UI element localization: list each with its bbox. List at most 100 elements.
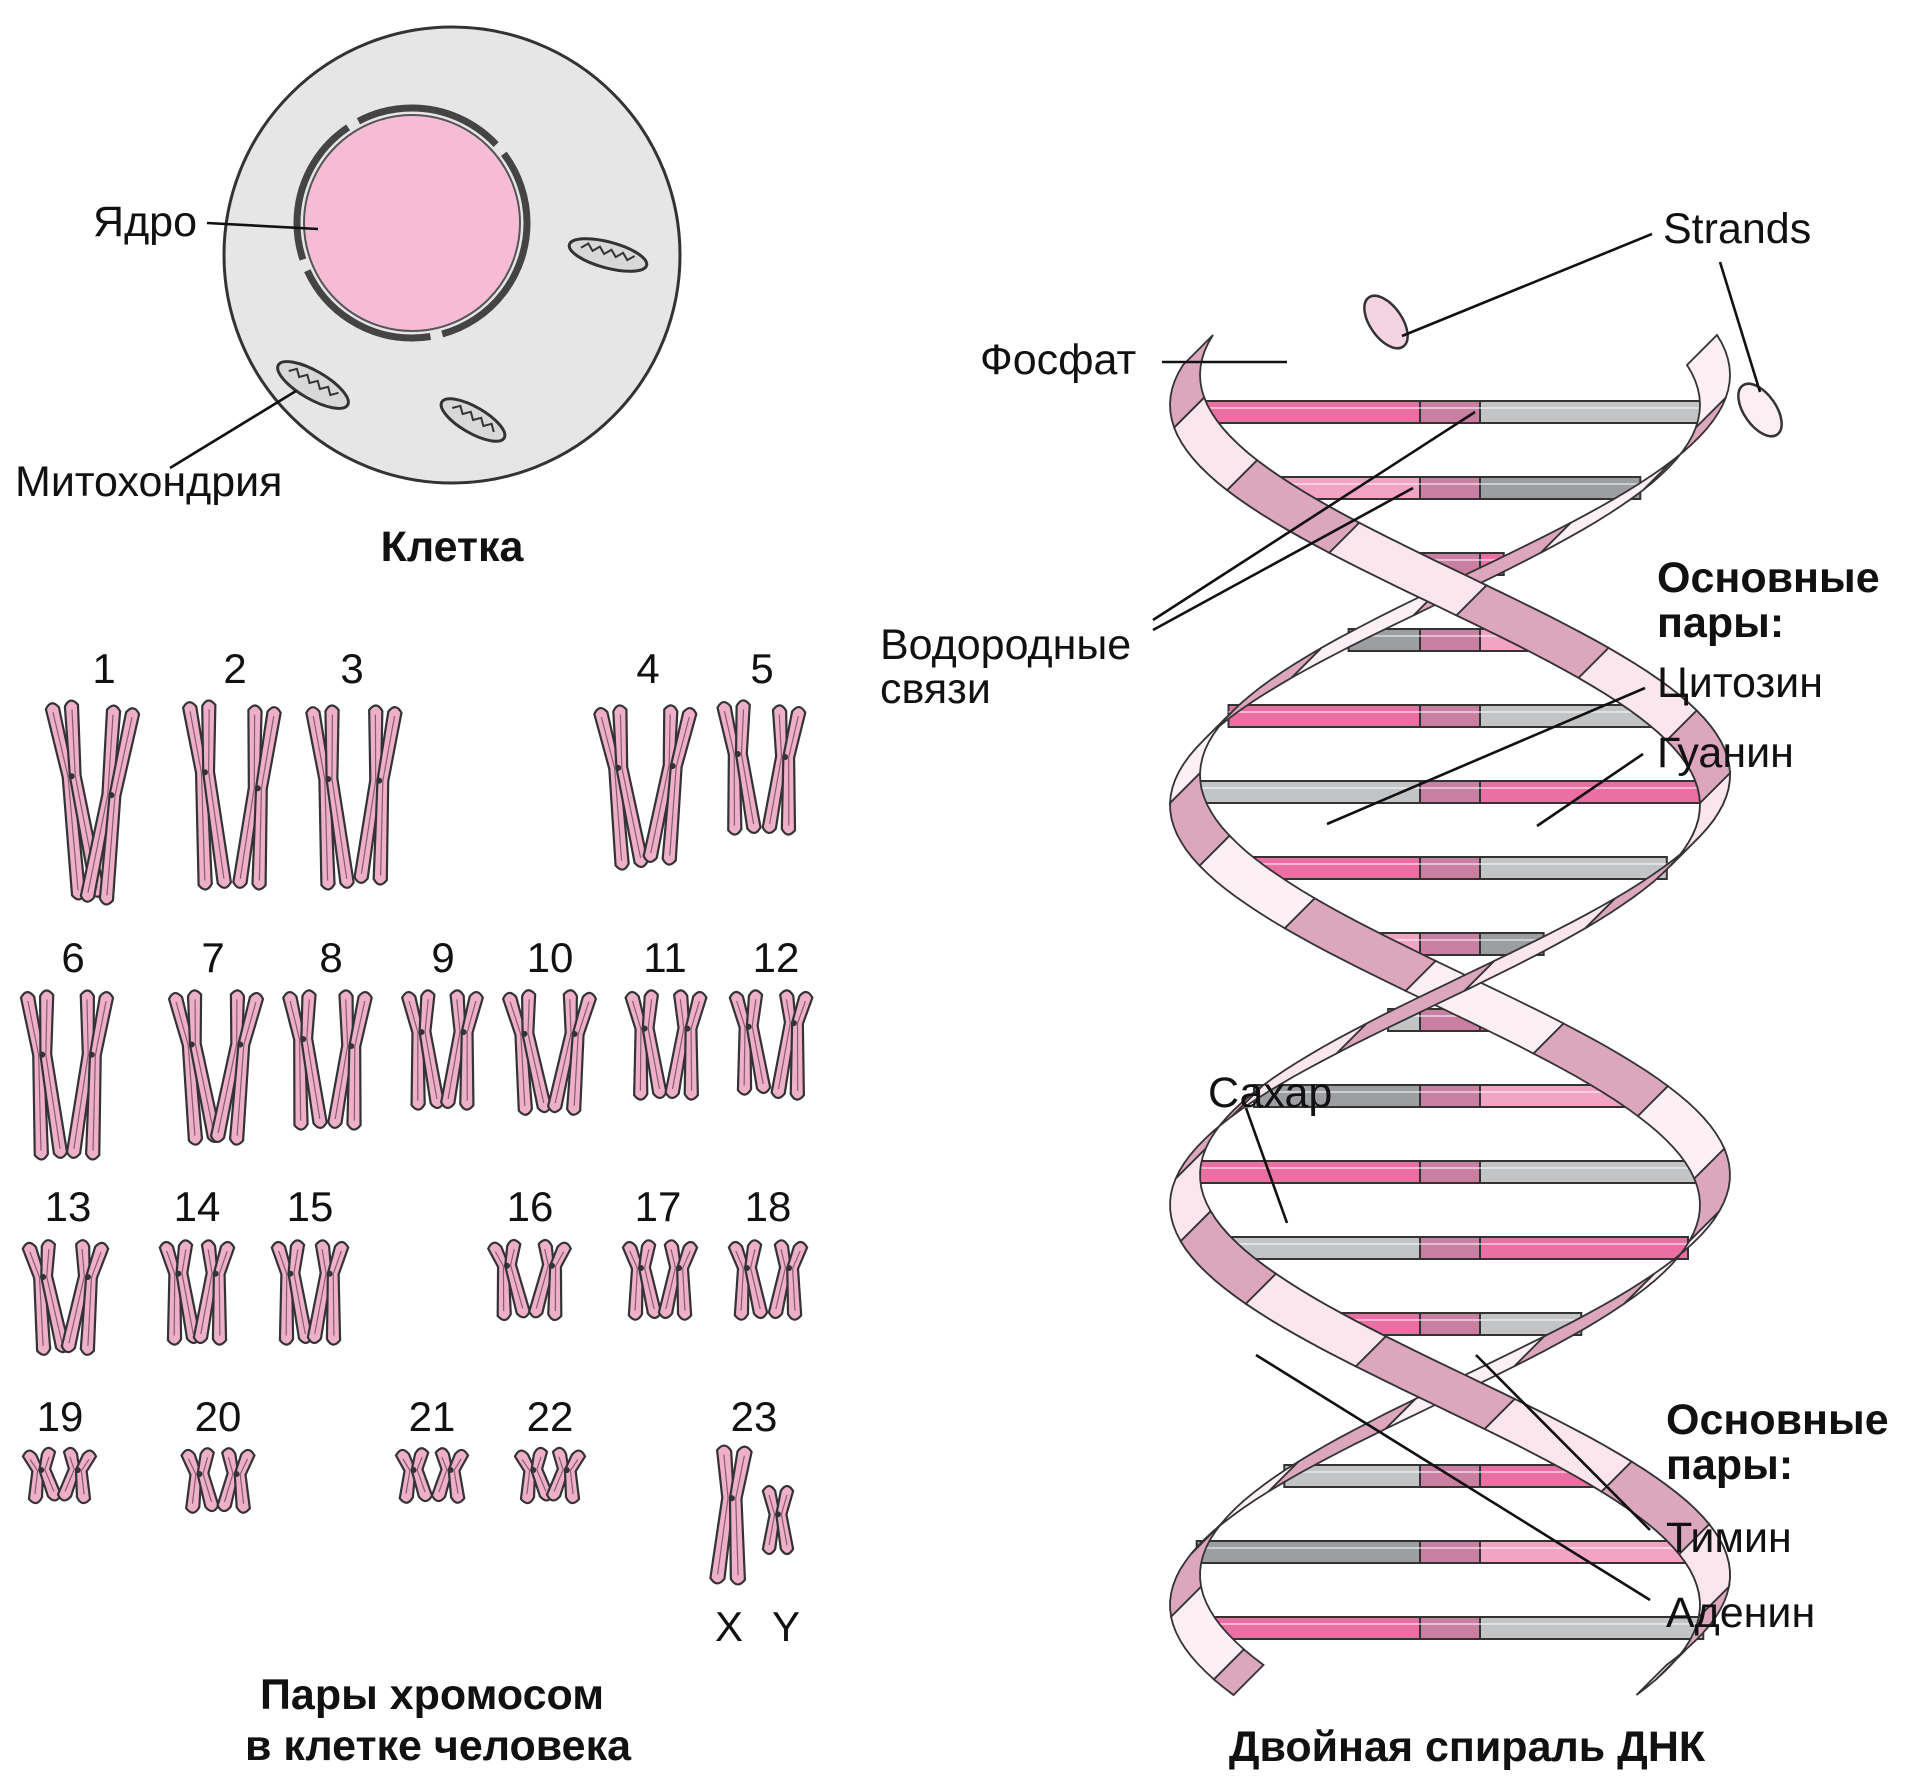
chromosome bbox=[158, 1239, 202, 1346]
strands-label: Strands bbox=[1663, 205, 1811, 253]
adenine-leader-line bbox=[1255, 1353, 1651, 1602]
base-pair bbox=[1232, 856, 1668, 880]
chromosome bbox=[192, 1239, 236, 1346]
chromosome-number: 12 bbox=[753, 934, 800, 981]
chromosome-pairs bbox=[19, 699, 814, 1586]
chromosome bbox=[528, 1238, 573, 1322]
strand-segment bbox=[1354, 1335, 1517, 1431]
chromosome bbox=[716, 699, 762, 836]
base-pair bbox=[1187, 400, 1713, 424]
chromosome bbox=[767, 1239, 809, 1321]
base-pair bbox=[1211, 1236, 1689, 1260]
sex-chromosome-x-label: X bbox=[715, 1603, 743, 1650]
chromosome bbox=[180, 1447, 220, 1514]
chromosome-number: 14 bbox=[174, 1183, 221, 1230]
adenine-label: Аденин bbox=[1666, 1589, 1815, 1637]
base-pair bbox=[1252, 1084, 1648, 1108]
mitochondria-leader-line bbox=[169, 389, 297, 470]
sex-chromosome-y-label: Y bbox=[772, 1603, 800, 1650]
mitochondrion bbox=[567, 237, 649, 273]
base-pair bbox=[1184, 780, 1716, 804]
chromosome bbox=[642, 704, 698, 866]
chromosome bbox=[486, 1238, 531, 1322]
chromosome-number: 1 bbox=[92, 645, 115, 692]
chromosome-number: 3 bbox=[340, 645, 363, 692]
chromosome bbox=[770, 989, 814, 1101]
base-pairs-label-line-2: пары: bbox=[1657, 599, 1784, 647]
chromosome bbox=[761, 704, 807, 836]
chromosome bbox=[430, 1447, 470, 1504]
chromosome bbox=[353, 704, 403, 886]
chromosome-number: 11 bbox=[643, 934, 687, 981]
strand-segment bbox=[1635, 1648, 1687, 1696]
base-pairs-label-2-line-2: пары: bbox=[1666, 1441, 1793, 1489]
chromosome bbox=[79, 704, 141, 906]
hydrogen-bonds-label-line-2: связи bbox=[880, 665, 991, 713]
chromosome bbox=[593, 704, 649, 871]
chromosome bbox=[709, 1444, 753, 1586]
chromosome-number: 9 bbox=[431, 934, 454, 981]
mitochondrion bbox=[439, 397, 507, 443]
chromosome-number: 15 bbox=[287, 1183, 334, 1230]
chromosome bbox=[19, 989, 69, 1161]
base-pair bbox=[1258, 476, 1642, 500]
chromosome bbox=[327, 989, 373, 1131]
chromosome bbox=[209, 989, 265, 1146]
sugar-label: Сахар bbox=[1208, 1069, 1332, 1117]
strand-segment bbox=[1225, 459, 1361, 554]
chromosome-number: 20 bbox=[195, 1393, 242, 1440]
chromosome bbox=[306, 1239, 350, 1346]
chromosome-number: 23 bbox=[731, 1393, 778, 1440]
karyotype: 1 2 3 4 5 6 7 8 9 10 11 12 13 14 15 16 1… bbox=[19, 645, 814, 1770]
chromosome bbox=[727, 1239, 769, 1321]
chromosome bbox=[657, 1239, 699, 1321]
base-pair bbox=[1195, 1616, 1705, 1640]
dna-labels: Strands Фосфат Водородные связи Основные… bbox=[880, 205, 1889, 1771]
chromosome bbox=[728, 989, 772, 1096]
hydrogen-bonds-leader-line bbox=[1152, 410, 1476, 622]
strand-segment bbox=[1669, 770, 1731, 867]
chromosome bbox=[181, 699, 233, 891]
cell-illustration: Ядро Митохондрия Клетка bbox=[15, 25, 682, 571]
cytosine-leader-line bbox=[1326, 686, 1646, 826]
chromosome-numbers: 1 2 3 4 5 6 7 8 9 10 11 12 13 14 15 16 1… bbox=[37, 645, 800, 1440]
guanine-label: Гуанин bbox=[1657, 729, 1794, 777]
chromosome bbox=[282, 989, 328, 1131]
chromosome bbox=[400, 989, 445, 1111]
strand-end-cap bbox=[1363, 294, 1409, 350]
chromosome bbox=[546, 989, 598, 1116]
helix-strands bbox=[1168, 333, 1731, 1697]
chromosome bbox=[305, 704, 355, 891]
guanine-leader-line bbox=[1536, 752, 1644, 828]
base-pair bbox=[1195, 1540, 1705, 1564]
strands-leader-line bbox=[1401, 232, 1653, 338]
nucleus-leader-line bbox=[206, 221, 319, 231]
chromosome bbox=[624, 989, 668, 1101]
karyotype-caption-line-2: в клетке человека bbox=[245, 1722, 632, 1770]
dna-leader-lines bbox=[1152, 232, 1762, 1602]
chromosome bbox=[440, 989, 485, 1111]
chromosome-number: 4 bbox=[636, 645, 659, 692]
chromosome bbox=[232, 704, 282, 891]
chromosome-number: 13 bbox=[45, 1183, 92, 1230]
chromosome-number: 8 bbox=[319, 934, 342, 981]
dna-caption: Двойная спираль ДНК bbox=[1229, 1723, 1706, 1771]
chromosome-number: 7 bbox=[201, 934, 224, 981]
strand-end-cap bbox=[1737, 382, 1783, 438]
hydrogen-bonds-label-line-1: Водородные bbox=[880, 621, 1131, 669]
chromosome-number: 21 bbox=[409, 1393, 456, 1440]
nucleus bbox=[303, 114, 521, 332]
cell-caption: Клетка bbox=[381, 523, 525, 571]
chromosome bbox=[621, 1239, 663, 1321]
base-pairs-label-line-1: Основные bbox=[1657, 554, 1880, 602]
base-pair bbox=[1186, 1160, 1714, 1184]
chromosome bbox=[21, 1446, 63, 1505]
phosphate-label: Фосфат bbox=[980, 336, 1136, 384]
chromosome bbox=[513, 1446, 555, 1505]
chromosome-number: 17 bbox=[635, 1183, 682, 1230]
strands-leader-line bbox=[1718, 261, 1762, 393]
chromosome-number: 18 bbox=[745, 1183, 792, 1230]
chromosome-number: 10 bbox=[527, 934, 574, 981]
cytosine-label: Цитозин bbox=[1657, 659, 1823, 707]
